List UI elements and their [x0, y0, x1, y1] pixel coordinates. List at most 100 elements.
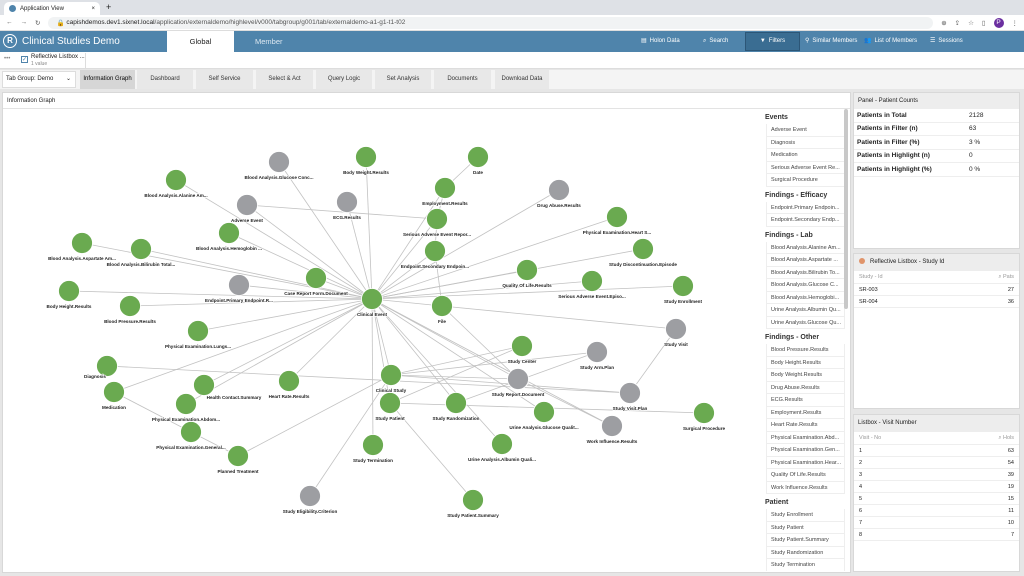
graph-node[interactable] [71, 232, 93, 254]
list-item[interactable]: Urine Analysis.Glucose Qu... [766, 316, 845, 329]
list-item[interactable]: Diagnosis [766, 136, 845, 149]
list-item[interactable]: Study Randomization [766, 546, 845, 559]
graph-node[interactable] [665, 318, 687, 340]
forward-icon[interactable]: → [20, 19, 28, 26]
graph-node[interactable] [672, 275, 694, 297]
back-icon[interactable]: ← [6, 19, 13, 26]
list-item[interactable]: Study Patient [766, 521, 845, 534]
graph-node[interactable] [103, 381, 125, 403]
list-item[interactable]: Blood Analysis.Glucose C... [766, 279, 845, 292]
graph-node[interactable] [511, 335, 533, 357]
graph-node[interactable] [507, 368, 529, 390]
list-item[interactable]: Endpoint.Primary Endpoin... [766, 201, 845, 214]
graph-node[interactable] [601, 415, 623, 437]
list-item[interactable]: Medication [766, 149, 845, 162]
graph-node[interactable] [165, 169, 187, 191]
profile-avatar[interactable]: P [993, 17, 1004, 28]
graph-node[interactable] [379, 392, 401, 414]
graph-node[interactable] [227, 445, 249, 467]
graph-node[interactable] [619, 382, 641, 404]
graph-node[interactable] [380, 364, 402, 386]
graph-node[interactable] [533, 401, 555, 423]
search-button[interactable]: ⌕Search [703, 31, 728, 52]
graph-node[interactable] [130, 238, 152, 260]
new-tab-button[interactable]: + [106, 2, 112, 12]
list-item[interactable]: Serious Adverse Event Re... [766, 161, 845, 174]
list-item[interactable]: Quality Of Life.Results [766, 469, 845, 482]
graph-node[interactable] [434, 177, 456, 199]
graph-node[interactable] [175, 393, 197, 415]
list-item[interactable]: Heart Rate.Results [766, 419, 845, 432]
graph-node[interactable] [336, 191, 358, 213]
list-item[interactable]: Work Influence.Results [766, 481, 845, 494]
list-item[interactable]: Physical Examination.Abd... [766, 431, 845, 444]
graph-node[interactable] [361, 288, 383, 310]
list-item[interactable]: Endpoint.Secondary Endp... [766, 214, 845, 227]
graph-node[interactable] [462, 489, 484, 511]
share-icon[interactable]: ⇪ [954, 19, 961, 27]
graph-node[interactable] [96, 355, 118, 377]
more-icon[interactable]: ••• [4, 56, 11, 62]
list-item[interactable]: Urine Analysis.Albumin Qu... [766, 304, 845, 317]
list-item[interactable]: Study Patient.Summary [766, 534, 845, 547]
list-item[interactable]: Body Weight.Results [766, 369, 845, 382]
sidebar-icon[interactable]: ▯ [981, 19, 986, 27]
graph-node[interactable] [548, 179, 570, 201]
list-item[interactable]: Physical Examination.Gen... [766, 444, 845, 457]
graph-node[interactable] [119, 295, 141, 317]
graph-node[interactable] [305, 267, 327, 289]
list-item[interactable]: Study Enrollment [766, 509, 845, 522]
graph-node[interactable] [581, 270, 603, 292]
list-item[interactable]: Employment.Results [766, 406, 845, 419]
tab-information-graph[interactable]: Information Graph [80, 70, 135, 89]
list-item[interactable]: Physical Examination.Hear... [766, 456, 845, 469]
graph-node[interactable] [426, 208, 448, 230]
graph-node[interactable] [278, 370, 300, 392]
holon-data-button[interactable]: ▤Holon Data [641, 31, 680, 52]
graph-node[interactable] [467, 146, 489, 168]
list-item[interactable]: Body Height.Results [766, 356, 845, 369]
menu-icon[interactable]: ⋮ [1011, 19, 1019, 27]
close-tab-icon[interactable]: × [91, 5, 95, 12]
list-item[interactable]: Blood Analysis.Hemoglobi... [766, 291, 845, 304]
list-item[interactable]: Blood Analysis.Alanine Am... [766, 241, 845, 254]
list-of-members-button[interactable]: 👥List of Members [864, 31, 917, 52]
similar-members-button[interactable]: ⚲Similar Members [805, 31, 857, 52]
graph-node[interactable] [236, 194, 258, 216]
list-item[interactable]: Blood Analysis.Aspartate ... [766, 254, 845, 267]
graph-node[interactable] [424, 240, 446, 262]
list-item[interactable]: Blood Pressure.Results [766, 344, 845, 357]
graph-node[interactable] [431, 295, 453, 317]
list-item[interactable]: Surgical Procedure [766, 174, 845, 187]
tab-documents[interactable]: Documents [434, 70, 491, 89]
tab-query-logic[interactable]: Query Logic [316, 70, 372, 89]
graph-node[interactable] [491, 433, 513, 455]
browser-tab[interactable]: Application View × [4, 2, 100, 15]
reload-icon[interactable]: ↻ [35, 19, 41, 27]
graph-node[interactable] [516, 259, 538, 281]
tab-dashboard[interactable]: Dashboard [137, 70, 193, 89]
bookmark-icon[interactable]: ☆ [968, 19, 974, 27]
graph-node[interactable] [218, 222, 240, 244]
filter-chip[interactable]: ✓ Reflective Listbox ... 1 value [19, 53, 86, 68]
tab-self-service[interactable]: Self Service [196, 70, 253, 89]
graph-node[interactable] [268, 151, 290, 173]
tab-member[interactable]: Member [255, 37, 283, 46]
filters-button[interactable]: ▼Filters [745, 32, 800, 51]
tab-download-data[interactable]: Download Data [495, 70, 549, 89]
graph-node[interactable] [228, 274, 250, 296]
search-column[interactable]: ⌕ Hols [998, 435, 1014, 441]
list-item[interactable]: Study Termination [766, 559, 845, 571]
graph-node[interactable] [586, 341, 608, 363]
search-column[interactable]: ⌕ Pats [998, 274, 1014, 280]
